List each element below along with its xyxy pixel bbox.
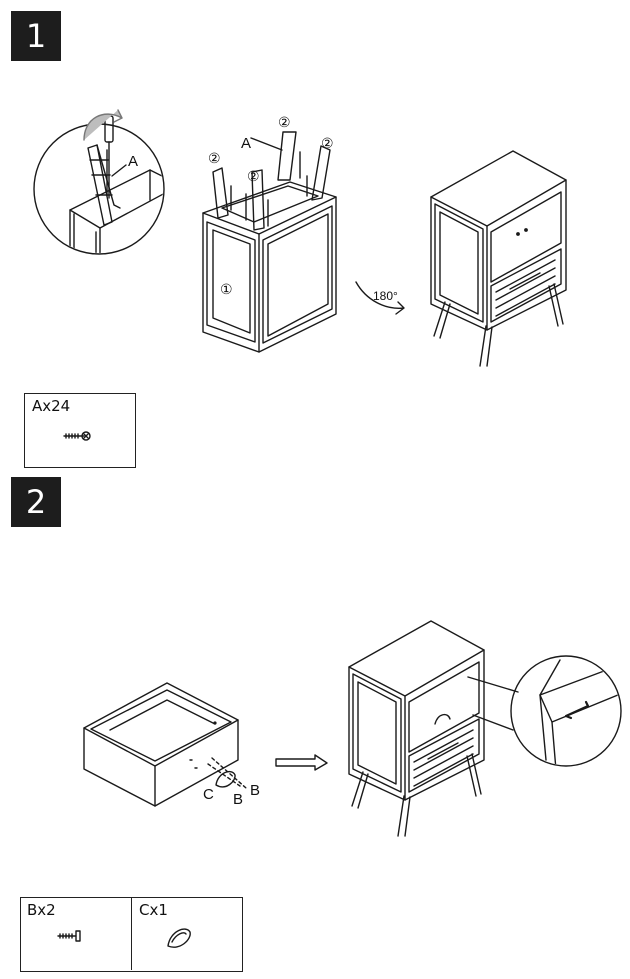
screw-label-zoom: A <box>128 153 138 170</box>
direction-arrow <box>275 754 328 771</box>
screw-icon <box>63 431 91 441</box>
zoom-detail-handle <box>467 655 622 767</box>
cabinet-upside-down <box>202 131 337 353</box>
step-2-badge: 2 <box>11 477 61 527</box>
drawer-box <box>83 682 247 807</box>
part-label-c: Cx1 <box>139 901 168 919</box>
leg-marker: ② <box>321 135 334 151</box>
rotation-label: 180° <box>373 289 398 303</box>
cabinet-upright <box>430 150 567 367</box>
parts-box-divider <box>131 897 132 970</box>
rotate-arrow <box>355 281 405 315</box>
hole-label: B <box>250 782 260 799</box>
handle-label: C <box>203 786 214 803</box>
cabinet-marker: ① <box>220 281 233 297</box>
screw-label-main: A <box>241 135 251 152</box>
hole-label: B <box>233 791 243 808</box>
handle-icon <box>167 928 191 948</box>
part-label-a: Ax24 <box>32 397 71 415</box>
screw-icon <box>57 930 81 942</box>
zoom-detail-leg <box>33 109 165 255</box>
part-label-b: Bx2 <box>27 901 56 919</box>
leg-marker: ② <box>278 114 291 130</box>
leg-marker: ② <box>247 168 260 184</box>
leg-marker: ② <box>208 150 221 166</box>
step-1-badge: 1 <box>11 11 61 61</box>
cabinet-assembled <box>348 620 485 837</box>
parts-box-step-1 <box>24 393 136 468</box>
